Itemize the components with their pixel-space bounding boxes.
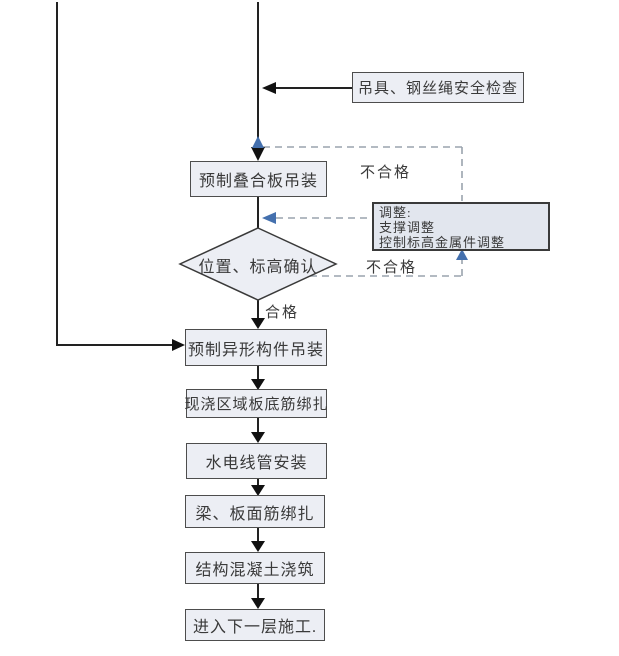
node-next-floor: 进入下一层施工. xyxy=(185,609,325,641)
node-safety-check: 吊具、钢丝绳安全检查 xyxy=(352,72,524,103)
adjustment-title: 调整: xyxy=(379,205,412,220)
decision-diamond-shape xyxy=(178,227,338,301)
arrow-down-icon xyxy=(251,432,265,443)
edge-label-fail-lower: 不合格 xyxy=(366,260,418,276)
solid-connector-lines xyxy=(56,2,352,599)
arrow-down-icon xyxy=(251,541,265,552)
adjustment-item: 支撑调整 xyxy=(379,220,436,235)
adjustment-item: 控制标高金属件调整 xyxy=(379,235,506,250)
blue-arrow-up-icon xyxy=(252,136,264,148)
node-slab-hoisting: 预制叠合板吊装 xyxy=(190,161,327,197)
node-mep-conduit: 水电线管安装 xyxy=(186,443,327,479)
arrow-down-icon xyxy=(251,379,265,390)
edge-label-pass: 合格 xyxy=(265,305,300,321)
node-special-hoisting: 预制异形构件吊装 xyxy=(185,329,327,366)
decision-position-check-label: 位置、标高确认 xyxy=(198,259,318,276)
node-adjustment: 调整: 支撑调整 控制标高金属件调整 xyxy=(372,202,550,251)
left-loop-line xyxy=(56,2,172,346)
node-beam-slab-rebar: 梁、板面筋绑扎 xyxy=(185,495,325,528)
blue-arrow-up-icon xyxy=(456,249,468,260)
arrow-left-icon xyxy=(262,82,276,94)
black-arrowheads xyxy=(172,82,276,609)
arrow-down-icon xyxy=(251,147,265,161)
arrow-down-icon xyxy=(251,318,265,329)
blue-arrowheads xyxy=(252,136,468,260)
node-slab-bottom-rebar: 现浇区域板底筋绑扎 xyxy=(185,389,328,418)
node-concrete-pouring: 结构混凝土浇筑 xyxy=(185,552,325,584)
arrow-right-icon xyxy=(172,339,185,351)
arrow-down-icon xyxy=(251,598,265,609)
arrow-down-icon xyxy=(251,485,265,496)
edge-label-fail-upper: 不合格 xyxy=(360,165,412,181)
dashed-feedback-lines xyxy=(263,146,463,277)
blue-arrow-left-icon xyxy=(262,212,276,224)
